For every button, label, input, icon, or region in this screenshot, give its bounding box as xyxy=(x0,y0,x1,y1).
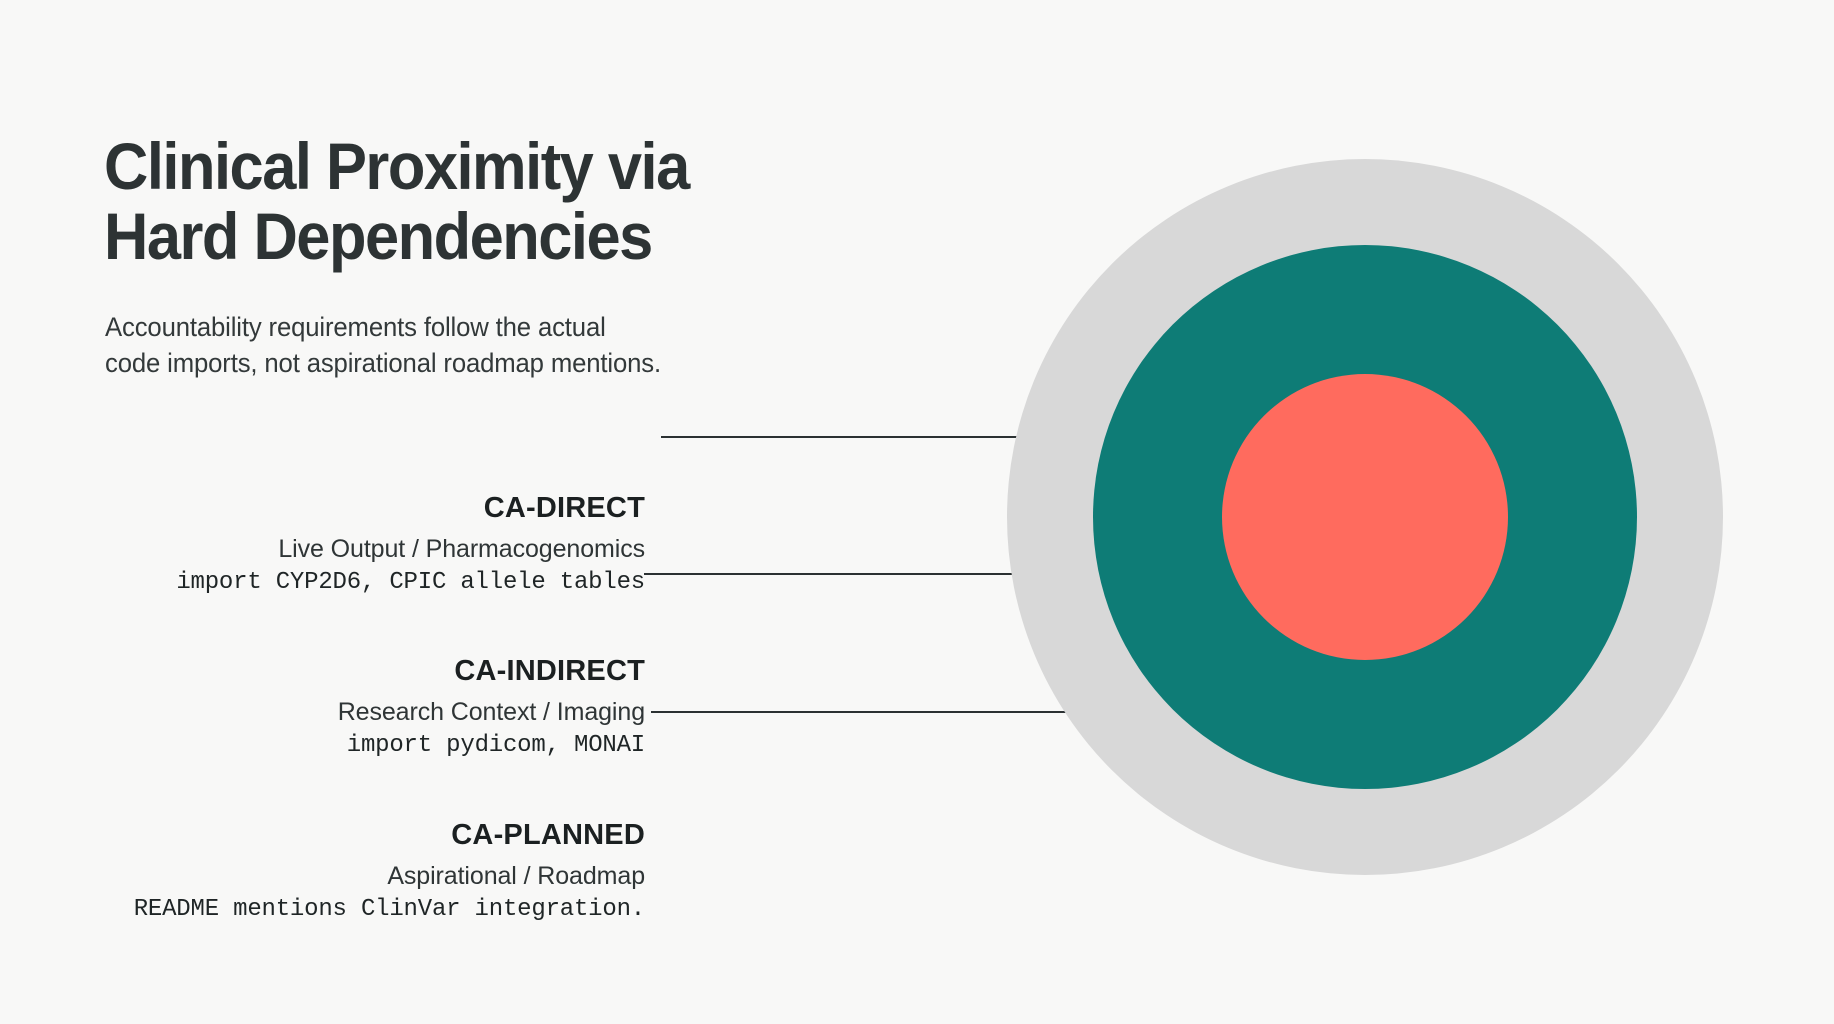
ring-label-description: Aspirational / Roadmap xyxy=(387,861,645,890)
page-title: Clinical Proximity via Hard Dependencies xyxy=(104,129,690,274)
leader-line-ca-planned xyxy=(651,711,1235,713)
ring-label-title: CA-PLANNED xyxy=(451,819,645,851)
concentric-ring-diagram xyxy=(1007,159,1723,875)
ring-inner-ca-direct[interactable] xyxy=(1222,374,1508,660)
ring-label-title: CA-INDIRECT xyxy=(454,655,645,687)
ring-label-ca-direct[interactable]: CA-DIRECT Live Output / Pharmacogenomics… xyxy=(0,492,760,598)
leader-line-ca-direct xyxy=(661,436,1300,438)
ring-label-title: CA-DIRECT xyxy=(483,492,645,524)
ring-label-ca-planned[interactable]: CA-PLANNED Aspirational / Roadmap README… xyxy=(0,819,760,925)
ring-label-code: import pydicom, MONAI xyxy=(346,732,645,760)
leader-line-ca-indirect xyxy=(644,573,1238,575)
ring-label-description: Research Context / Imaging xyxy=(337,697,645,726)
ring-label-description: Live Output / Pharmacogenomics xyxy=(278,534,645,563)
ring-label-ca-indirect[interactable]: CA-INDIRECT Research Context / Imaging i… xyxy=(0,655,760,761)
ring-label-code: README mentions ClinVar integration. xyxy=(133,896,645,924)
ring-label-group: CA-DIRECT Live Output / Pharmacogenomics… xyxy=(0,0,760,1024)
ring-label-code: import CYP2D6, CPIC allele tables xyxy=(176,569,645,597)
page-subtitle: Accountability requirements follow the a… xyxy=(105,311,661,379)
